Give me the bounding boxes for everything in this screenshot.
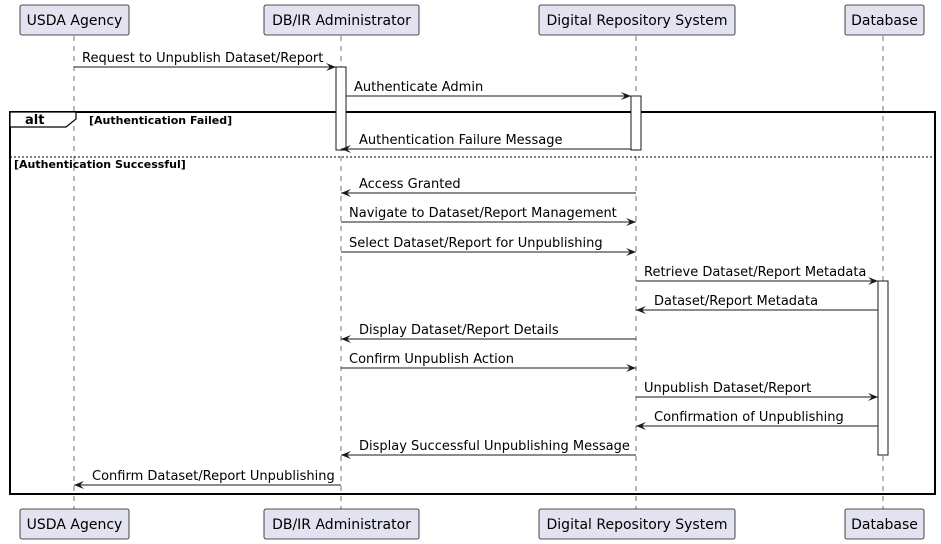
- activation-drs: [630, 95, 642, 151]
- activation-admin: [335, 66, 347, 151]
- message-4: Access Granted: [341, 177, 636, 197]
- alt-guard-successful: [Authentication Successful]: [14, 158, 186, 171]
- participant-db-label-bottom: Database: [851, 517, 918, 533]
- message-label: Confirm Dataset/Report Unpublishing: [92, 469, 335, 484]
- participant-usda-label: USDA Agency: [27, 13, 123, 29]
- message-arrowhead: [74, 481, 84, 489]
- participant-drs-top: Digital Repository System: [538, 4, 736, 36]
- alt-frame: [9, 111, 936, 495]
- participant-usda-top: USDA Agency: [19, 4, 130, 36]
- message-label: Confirm Unpublish Action: [349, 352, 514, 367]
- message-label: Display Successful Unpublishing Message: [359, 439, 630, 454]
- participant-db-label: Database: [851, 13, 918, 29]
- participant-admin-label-bottom: DB/IR Administrator: [272, 517, 411, 533]
- message-arrowhead: [626, 248, 636, 256]
- alt-guard-failed: [Authentication Failed]: [89, 114, 232, 127]
- message-label: Select Dataset/Report for Unpublishing: [349, 236, 603, 251]
- participant-drs-label-bottom: Digital Repository System: [547, 517, 728, 533]
- message-arrowhead: [626, 218, 636, 226]
- message-3: Authentication Failure Message: [341, 133, 631, 153]
- message-10: Confirm Unpublish Action: [341, 352, 636, 372]
- message-arrowhead: [341, 451, 351, 459]
- alt-frame-tab: [9, 111, 77, 128]
- message-12: Confirmation of Unpublishing: [636, 410, 878, 430]
- message-13: Display Successful Unpublishing Message: [341, 439, 636, 459]
- message-7: Retrieve Dataset/Report Metadata: [636, 265, 878, 285]
- message-label: Confirmation of Unpublishing: [654, 410, 844, 425]
- alt-keyword: alt: [25, 113, 44, 128]
- message-label: Authenticate Admin: [354, 80, 483, 95]
- participant-drs-bottom: Digital Repository System: [538, 508, 736, 540]
- participant-admin-label: DB/IR Administrator: [272, 13, 411, 29]
- message-arrowhead: [636, 306, 646, 314]
- message-2: Authenticate Admin: [346, 80, 631, 100]
- messages-layer: Request to Unpublish Dataset/ReportAuthe…: [74, 51, 878, 489]
- message-label: Navigate to Dataset/Report Management: [349, 206, 617, 221]
- participant-db-top: Database: [844, 4, 925, 36]
- message-arrowhead: [341, 335, 351, 343]
- message-9: Display Dataset/Report Details: [341, 323, 636, 343]
- message-arrowhead: [636, 422, 646, 430]
- participant-usda-label-bottom: USDA Agency: [27, 517, 123, 533]
- message-arrowhead: [868, 277, 878, 285]
- message-11: Unpublish Dataset/Report: [636, 381, 878, 401]
- participant-admin-top: DB/IR Administrator: [263, 4, 420, 36]
- message-arrowhead: [341, 189, 351, 197]
- participant-drs-label: Digital Repository System: [547, 13, 728, 29]
- message-label: Dataset/Report Metadata: [654, 294, 818, 309]
- message-14: Confirm Dataset/Report Unpublishing: [74, 469, 341, 489]
- message-1: Request to Unpublish Dataset/Report: [74, 51, 336, 71]
- message-6: Select Dataset/Report for Unpublishing: [341, 236, 636, 256]
- message-label: Authentication Failure Message: [359, 133, 562, 148]
- participant-usda-bottom: USDA Agency: [19, 508, 130, 540]
- message-label: Request to Unpublish Dataset/Report: [82, 51, 323, 66]
- message-arrowhead: [868, 393, 878, 401]
- message-label: Retrieve Dataset/Report Metadata: [644, 265, 866, 280]
- activation-db: [877, 280, 889, 456]
- participant-db-bottom: Database: [844, 508, 925, 540]
- message-arrowhead: [341, 145, 351, 153]
- message-5: Navigate to Dataset/Report Management: [341, 206, 636, 226]
- message-arrowhead: [621, 92, 631, 100]
- message-arrowhead: [626, 364, 636, 372]
- message-label: Access Granted: [359, 177, 461, 192]
- message-label: Unpublish Dataset/Report: [644, 381, 811, 396]
- message-8: Dataset/Report Metadata: [636, 294, 878, 314]
- message-label: Display Dataset/Report Details: [359, 323, 559, 338]
- message-arrowhead: [326, 63, 336, 71]
- participant-admin-bottom: DB/IR Administrator: [263, 508, 420, 540]
